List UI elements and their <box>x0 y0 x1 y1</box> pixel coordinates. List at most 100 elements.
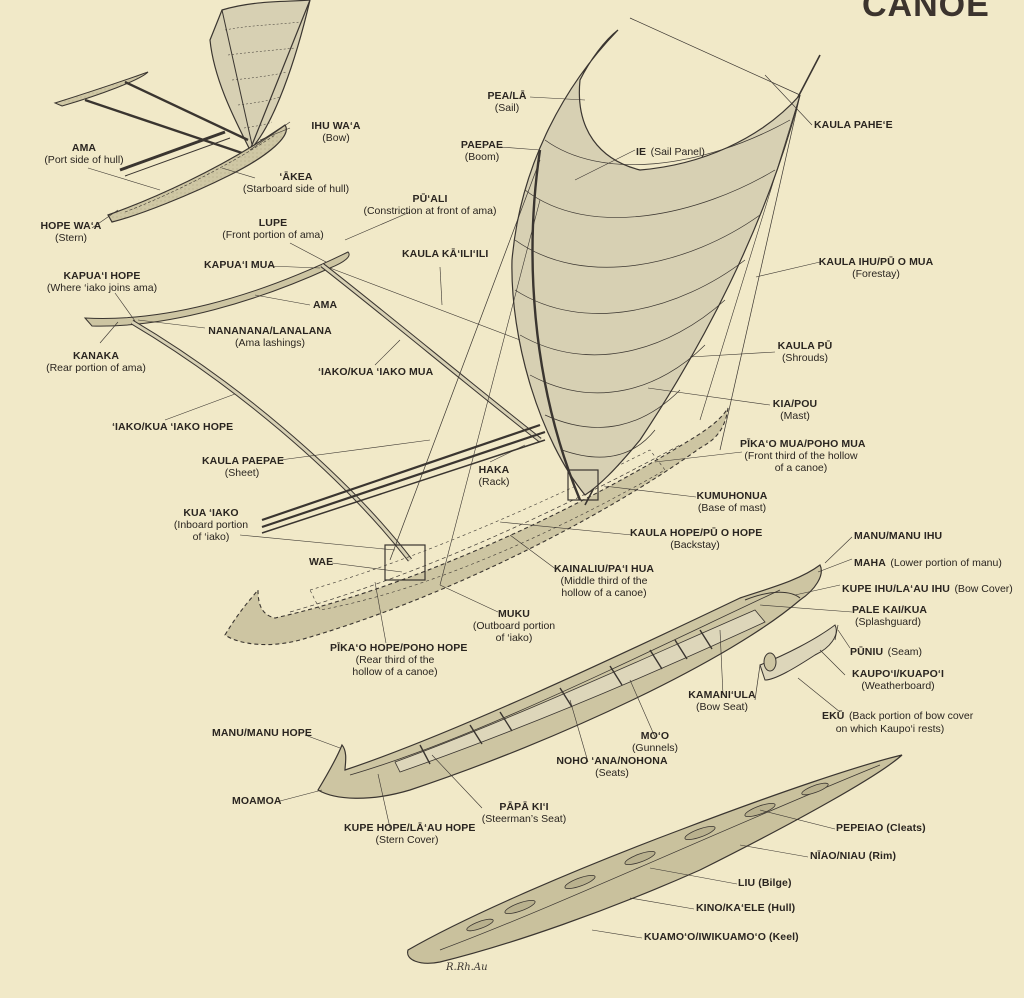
label-desc: (Rack) <box>478 475 510 488</box>
label-term: KUPE IHU/LA‘AU IHU <box>842 583 950 595</box>
label-term: HOPE WA‘A <box>40 220 102 232</box>
label-term: KAPUA‘I MUA <box>204 259 276 271</box>
label-desc-line1: (Outboard portion <box>472 619 556 632</box>
label-kua-iako: KUA ‘IAKO (Inboard portion of ‘iako) <box>172 507 250 543</box>
label-liu: LIU (Bilge) <box>738 877 792 890</box>
label-term: NOHO ‘ANA/NOHONA <box>556 755 668 767</box>
label-puali: PŪ‘ALI (Constriction at front of ama) <box>360 193 500 218</box>
hull-canoe-drawing <box>317 564 839 799</box>
label-kanaka: KANAKA (Rear portion of ama) <box>46 350 146 375</box>
label-term: KAULA PAHE‘E <box>814 119 893 131</box>
label-term: KAULA KĀ‘ILI‘ILI <box>402 248 489 260</box>
label-desc: (Where ‘iako joins ama) <box>46 281 158 294</box>
label-term: MANU/MANU IHU <box>854 530 943 542</box>
label-term: MOAMOA <box>232 795 282 807</box>
artist-signature: R.Rh.Au <box>446 962 488 973</box>
label-kuamoo: KUAMO‘O/IWIKUAMO‘O (Keel) <box>644 931 799 944</box>
main-canoe-drawing <box>83 17 821 646</box>
label-papa-kii: PĀPĀ KI‘I (Steerman’s Seat) <box>474 801 574 826</box>
label-term: MUKU <box>498 608 530 620</box>
label-term: AMA <box>313 299 338 311</box>
label-kaula-ihu: KAULA IHU/PŪ O MUA (Forestay) <box>818 256 934 281</box>
label-desc: (Bow Cover) <box>954 583 1013 595</box>
label-term: KAULA HOPE/PŪ O HOPE <box>630 527 763 539</box>
label-nanana: NANANANA/LANALANA (Ama lashings) <box>208 325 332 350</box>
label-desc-line1: (Inboard portion <box>173 518 249 531</box>
label-desc: (Shrouds) <box>781 351 829 364</box>
label-desc-line1: (Middle third of the <box>560 574 648 587</box>
label-term: PALE KAI/KUA <box>852 604 928 616</box>
label-paepae: PAEPAE (Boom) <box>458 139 506 164</box>
label-kaula-pahee: KAULA PAHE‘E <box>814 119 893 132</box>
label-term: ‘ĀKEA <box>279 171 313 183</box>
label-kaula-pu: KAULA PŪ (Shrouds) <box>774 340 836 365</box>
label-term: KAUPO‘I/KUAPO‘I <box>852 668 944 680</box>
label-ihu-waa: IHU WA‘A (Bow) <box>296 120 376 145</box>
label-term: KAULA IHU/PŪ O MUA <box>818 256 934 268</box>
label-ama: AMA <box>313 299 338 312</box>
leader-lines <box>87 74 853 939</box>
label-term: LUPE <box>258 217 288 229</box>
label-term: KAULA PŪ <box>777 340 833 352</box>
label-term: KUMUHONUA <box>696 490 768 502</box>
label-term: NĪAO/NIAU (Rim) <box>810 850 897 862</box>
label-desc: (Bow) <box>322 131 350 144</box>
label-desc: (Gunnels) <box>631 741 679 754</box>
label-desc-line1: (Front third of the hollow <box>744 449 858 462</box>
label-term: MAHA <box>854 557 886 569</box>
label-term: PŪ‘ALI <box>412 193 448 205</box>
label-desc: (Splashguard) <box>855 615 921 628</box>
label-pea-la: PEA/LĀ (Sail) <box>482 90 532 115</box>
label-desc: (Stern) <box>54 231 88 244</box>
label-lupe: LUPE (Front portion of ama) <box>220 217 326 242</box>
label-term: PEA/LĀ <box>487 90 527 102</box>
label-term: PĪKA‘O MUA/POHO MUA <box>740 438 866 450</box>
label-desc: (Backstay) <box>670 538 720 551</box>
label-term: IHU WA‘A <box>311 120 361 132</box>
small-canoe-drawing <box>53 0 311 223</box>
label-iako-hope: ‘IAKO/KUA ‘IAKO HOPE <box>112 421 233 434</box>
label-kaula-kailiili: KAULA KĀ‘ILI‘ILI <box>402 248 489 261</box>
label-term: PAEPAE <box>460 139 504 151</box>
label-desc: (Base of mast) <box>697 501 767 514</box>
label-kamaniula: KAMANI‘ULA (Bow Seat) <box>688 689 756 714</box>
label-desc: (Front portion of ama) <box>222 228 324 241</box>
label-desc: (Starboard side of hull) <box>242 182 350 195</box>
label-term: WAE <box>309 556 334 568</box>
label-term: PĀPĀ KI‘I <box>499 801 549 813</box>
label-ama-port: AMA (Port side of hull) <box>36 142 132 167</box>
label-term: ‘IAKO/KUA ‘IAKO MUA <box>318 366 434 378</box>
label-desc: (Mast) <box>780 409 810 422</box>
label-desc: (Seam) <box>887 646 923 658</box>
label-term: AMA <box>71 142 97 154</box>
label-kaula-paepae: KAULA PAEPAE (Sheet) <box>202 455 284 480</box>
label-desc-line2: of a canoe) <box>774 461 828 474</box>
label-desc: (Forestay) <box>852 267 900 280</box>
label-term: PĪKA‘O HOPE/POHO HOPE <box>330 642 468 654</box>
label-desc: (Stern Cover) <box>375 833 439 846</box>
label-term: PŪNIU <box>850 646 884 658</box>
label-manu-hope: MANU/MANU HOPE <box>212 727 312 740</box>
label-akea: ‘ĀKEA (Starboard side of hull) <box>238 171 354 196</box>
label-kupe-ihu: KUPE IHU/LA‘AU IHU (Bow Cover) <box>842 579 1013 597</box>
label-moo: MO‘O (Gunnels) <box>626 730 684 755</box>
label-puniu: PŪNIU (Seam) <box>850 642 922 660</box>
label-pepeiao: PEPEIAO (Cleats) <box>836 822 926 835</box>
label-desc: (Ama lashings) <box>234 336 306 349</box>
label-niao: NĪAO/NIAU (Rim) <box>810 850 897 863</box>
label-pale-kai: PALE KAI/KUA (Splashguard) <box>852 604 928 629</box>
label-pikao-mua: PĪKA‘O MUA/POHO MUA (Front third of the … <box>740 438 866 474</box>
label-term: NANANANA/LANALANA <box>208 325 332 337</box>
label-kapuai-mua: KAPUA‘I MUA <box>204 259 276 272</box>
label-maha: MAHA (Lower portion of manu) <box>854 553 1002 571</box>
label-desc: (Boom) <box>464 150 500 163</box>
label-desc: (Sail) <box>494 101 520 114</box>
label-ie: IE (Sail Panel) <box>636 142 705 160</box>
label-desc: (Sail Panel) <box>650 146 705 158</box>
label-desc: (Steerman’s Seat) <box>481 812 567 825</box>
page-title: CANOE <box>862 0 990 24</box>
label-kumuhonua: KUMUHONUA (Base of mast) <box>694 490 770 515</box>
label-haka: HAKA (Rack) <box>472 464 516 489</box>
